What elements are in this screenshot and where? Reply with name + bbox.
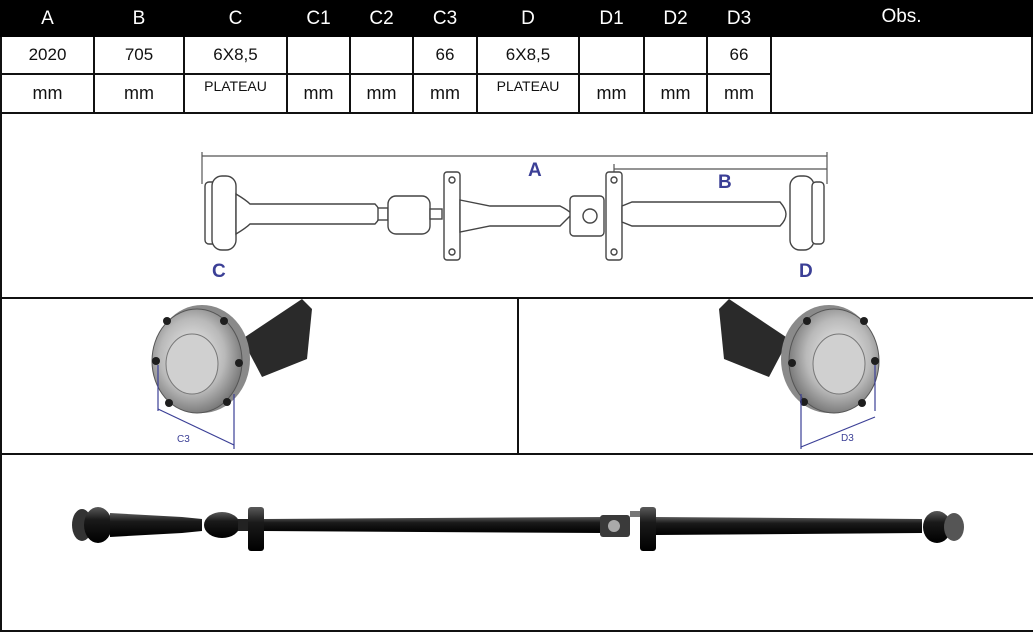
value-d2	[643, 35, 708, 75]
col-header-c3: C3	[412, 0, 478, 37]
unit-c3: mm	[412, 73, 478, 114]
col-header-c: C	[183, 0, 288, 37]
unit-d3: mm	[706, 73, 772, 114]
obs-header: Obs.	[770, 0, 1033, 37]
value-b: 705	[93, 35, 185, 75]
value-c3: 66	[412, 35, 478, 75]
col-header-c1: C1	[286, 0, 351, 37]
unit-c1: mm	[286, 73, 351, 114]
value-c2	[349, 35, 414, 75]
driveshaft-photo	[72, 507, 964, 551]
col-header-d1: D1	[578, 0, 645, 37]
col-header-d3: D3	[706, 0, 772, 37]
unit-a: mm	[0, 73, 95, 114]
obs-cell	[770, 37, 1033, 114]
value-d: 6X8,5	[476, 35, 580, 75]
flange-c3-illustration: C3	[151, 299, 312, 449]
unit-c: PLATEAU	[183, 73, 288, 114]
value-c1	[286, 35, 351, 75]
unit-b: mm	[93, 73, 185, 114]
dimension-label-b: B	[718, 172, 732, 193]
drawing-frame	[0, 112, 1033, 632]
spec-table: A B C C1 C2 C3 D D1 D2 D3 2020 705 6X8,5…	[0, 0, 772, 114]
spec-header-row: A B C C1 C2 C3 D D1 D2 D3	[0, 0, 772, 37]
dimension-label-d: D	[799, 261, 813, 282]
spec-values-row: 2020 705 6X8,5 66 6X8,5 66	[0, 35, 772, 75]
driveshaft-diagram: A B C D	[201, 152, 828, 282]
col-header-d2: D2	[643, 0, 708, 37]
dimension-label-a: A	[528, 160, 542, 181]
d3-measure-label: D3	[841, 433, 854, 444]
value-a: 2020	[0, 35, 95, 75]
unit-d: PLATEAU	[476, 73, 580, 114]
spec-units-row: mm mm PLATEAU mm mm mm PLATEAU mm mm mm	[0, 73, 772, 114]
unit-c2: mm	[349, 73, 414, 114]
col-header-d: D	[476, 0, 580, 37]
c3-measure-label: C3	[177, 434, 190, 445]
col-header-c2: C2	[349, 0, 414, 37]
value-d3: 66	[706, 35, 772, 75]
col-header-b: B	[93, 0, 185, 37]
unit-d2: mm	[643, 73, 708, 114]
divider-line	[517, 297, 519, 455]
dimension-label-c: C	[212, 261, 226, 282]
divider-line	[0, 297, 1033, 299]
value-d1	[578, 35, 645, 75]
value-c: 6X8,5	[183, 35, 288, 75]
flange-d3-illustration: D3	[719, 299, 880, 449]
divider-line	[0, 453, 1033, 455]
col-header-a: A	[0, 0, 95, 37]
unit-d1: mm	[578, 73, 645, 114]
